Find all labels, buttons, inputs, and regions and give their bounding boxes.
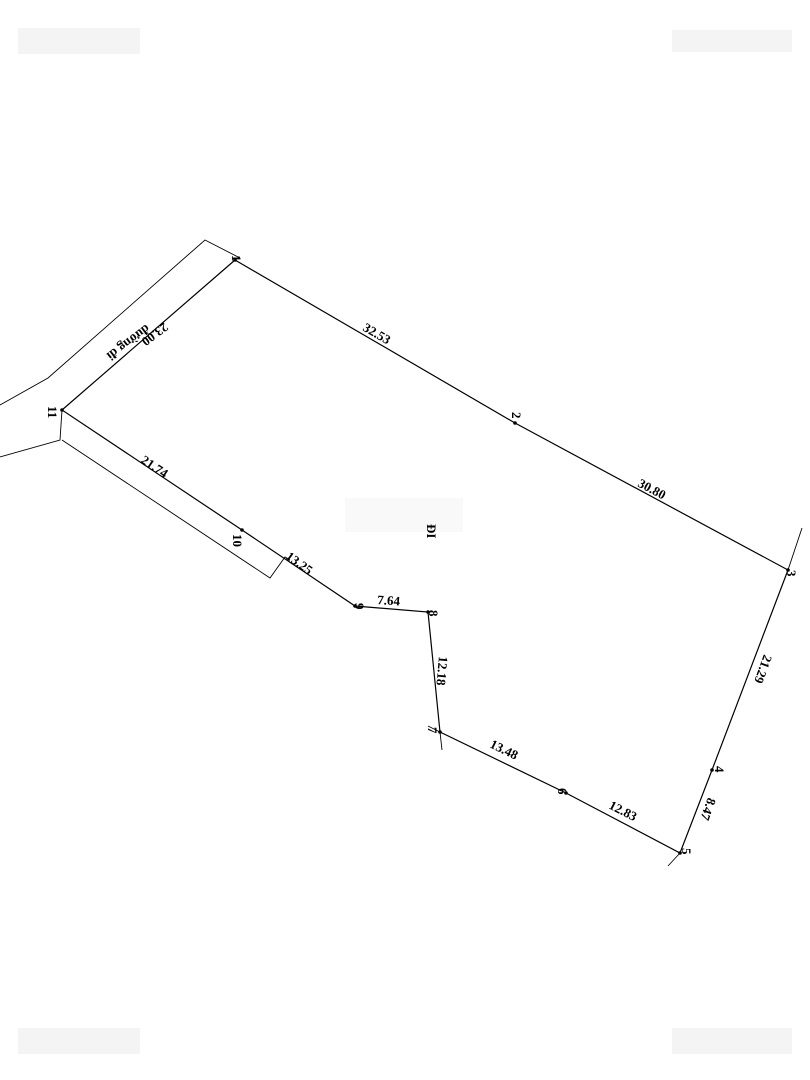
road-edge-lower	[0, 409, 63, 458]
vertex-8	[426, 610, 430, 614]
vertex-label-3: 3	[784, 570, 799, 577]
edge-length-5-6: 12.83	[607, 797, 640, 824]
vertex-11	[60, 408, 64, 412]
vertex-label-4: 4	[712, 766, 727, 773]
vertex-7	[438, 730, 442, 734]
vertex-label-6: 6	[555, 788, 570, 795]
parcel-boundary	[61, 259, 789, 854]
vertex-label-1: 1	[229, 255, 244, 262]
vertex-label-7: 7	[425, 727, 440, 734]
vertex-label-9: 9	[352, 603, 367, 610]
vertex-10	[240, 528, 244, 532]
edge-length-6-7: 13.48	[488, 736, 521, 763]
corner-tick-7	[439, 731, 443, 751]
corner-smudge	[672, 1028, 792, 1054]
edge-length-9-10: 13.25	[283, 548, 316, 578]
vertex-3	[786, 568, 790, 572]
vertex-label-5: 5	[679, 848, 694, 855]
vertex-label-2: 2	[509, 412, 524, 419]
center-smudge	[345, 498, 463, 532]
vertex-1	[233, 258, 237, 262]
vertex-6	[564, 791, 568, 795]
edge-length-7-8: 12.18	[433, 656, 451, 687]
corner-smudge	[18, 28, 140, 54]
edge-length-8-9: 7.64	[377, 592, 401, 609]
vertex-2	[513, 421, 517, 425]
parcel-label: ĐI	[424, 524, 439, 538]
edge-length-10-11: 21.74	[138, 452, 171, 481]
corner-tick-7b	[427, 725, 441, 733]
vertex-4	[710, 768, 714, 772]
vertex-label-8: 8	[426, 610, 441, 617]
corner-smudge	[672, 30, 792, 52]
vertex-9	[353, 604, 357, 608]
corner-tick-5	[667, 852, 681, 867]
vertex-5	[678, 851, 682, 855]
vertex-label-10: 10	[230, 534, 245, 547]
road-edge-lower-strip	[61, 439, 291, 579]
road-edge-upper	[0, 239, 241, 406]
corner-smudge	[18, 1028, 140, 1054]
vertex-label-11: 11	[45, 406, 60, 418]
corner-tick-3	[787, 527, 803, 571]
edge-length-2-3: 30.80	[636, 475, 669, 502]
edge-length-4-5: 8.47	[697, 796, 719, 823]
